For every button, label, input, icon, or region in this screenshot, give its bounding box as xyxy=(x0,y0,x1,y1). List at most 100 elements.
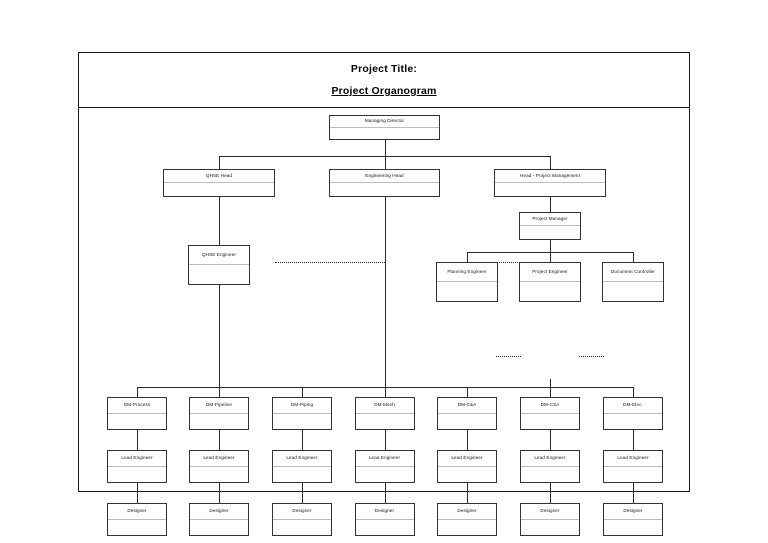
node-lead-engineer-1-caption: Lead Engineer xyxy=(108,451,166,467)
node-project-engineer-body xyxy=(520,282,580,301)
node-dm-elec-body xyxy=(604,414,662,430)
node-qhse-engineer[interactable]: QHSE Engineer xyxy=(188,245,250,285)
dotted-link-planning-project xyxy=(496,356,521,357)
node-project-engineer[interactable]: Project Engineer xyxy=(519,262,581,302)
node-designer-1-body xyxy=(108,520,166,536)
connector-dm-elec-to-lead xyxy=(633,430,634,450)
node-dm-mech[interactable]: DM-Mech xyxy=(354,397,415,430)
node-dm-process-caption: DM-Process xyxy=(108,398,166,414)
node-dm-process[interactable]: DM-Process xyxy=(107,397,167,430)
connector-lead2-to-designer2 xyxy=(219,483,220,503)
project-title-value: Project Organogram xyxy=(331,85,437,97)
connector-dmbus-to-dm-piping xyxy=(302,387,303,397)
connector-headpm-to-pm xyxy=(550,197,551,212)
node-designer-2[interactable]: Designer xyxy=(189,503,249,536)
node-lead-engineer-5[interactable]: Lead Engineer xyxy=(437,450,497,483)
node-lead-engineer-7[interactable]: Lead Engineer xyxy=(603,450,663,483)
node-lead-engineer-7-caption: Lead Engineer xyxy=(604,451,662,467)
node-dm-elec[interactable]: DM-Elec. xyxy=(603,397,663,430)
node-planning-engineer-caption: Planning Engineer xyxy=(437,263,497,282)
dotted-link-qhse-engineering xyxy=(275,261,385,263)
connector-dmbus-to-dm-mech xyxy=(384,387,386,397)
node-qhse-engineer-body xyxy=(189,265,249,284)
node-head-project-management-caption: Head - Project Management xyxy=(495,170,605,183)
connector-dm-pipeline-to-lead xyxy=(219,430,220,450)
node-dm-ca[interactable]: DM-C&A xyxy=(437,397,497,430)
connector-lead7-to-designer7 xyxy=(633,483,634,503)
node-managing-director[interactable]: Managing Director xyxy=(329,115,440,140)
node-document-controller-body xyxy=(603,282,663,301)
connector-project-engineer-to-dm-bus xyxy=(550,379,551,387)
node-planning-engineer[interactable]: Planning Engineer xyxy=(436,262,498,302)
node-designer-7[interactable]: Designer xyxy=(603,503,663,536)
node-engineering-head-body xyxy=(330,183,439,196)
node-lead-engineer-3-body xyxy=(273,467,331,483)
node-dm-ca-body xyxy=(438,414,496,430)
node-dm-csa-body xyxy=(521,414,579,430)
node-dm-piping-body xyxy=(273,414,331,430)
connector-dmbus-to-dm-pipeline xyxy=(219,387,220,397)
node-designer-3-body xyxy=(273,520,331,536)
connector-qhse-engineer-to-dm-bus xyxy=(219,285,220,387)
connector-qhse-head-to-engineer xyxy=(219,197,220,245)
project-title-label: Project Title: xyxy=(350,63,418,75)
node-dm-pipeline-caption: DM-Pipeline xyxy=(190,398,248,414)
node-project-manager-body xyxy=(520,226,580,239)
node-lead-engineer-3-caption: Lead Engineer xyxy=(273,451,331,467)
connector-lead5-to-designer5 xyxy=(467,483,468,503)
node-qhse-head[interactable]: QHSE Head xyxy=(163,169,275,197)
node-managing-director-body xyxy=(330,128,439,140)
connector-lead4-to-designer4 xyxy=(384,483,386,503)
node-dm-pipeline-body xyxy=(190,414,248,430)
node-engineering-head-caption: Engineering Head xyxy=(330,170,439,183)
node-designer-3[interactable]: Designer xyxy=(272,503,332,536)
connector-pm-down xyxy=(550,240,551,252)
node-designer-2-caption: Designer xyxy=(190,504,248,520)
node-project-manager-caption: Project Manager xyxy=(520,213,580,226)
connector-to-head-pm xyxy=(550,156,551,169)
connector-dm-ca-to-lead xyxy=(467,430,468,450)
node-dm-csa[interactable]: DM-CSA xyxy=(520,397,580,430)
node-qhse-head-body xyxy=(164,183,274,196)
node-lead-engineer-2[interactable]: Lead Engineer xyxy=(189,450,249,483)
node-head-project-management[interactable]: Head - Project Management xyxy=(494,169,606,197)
node-lead-engineer-6-caption: Lead Engineer xyxy=(521,451,579,467)
node-lead-engineer-6-body xyxy=(521,467,579,483)
node-lead-engineer-6[interactable]: Lead Engineer xyxy=(520,450,580,483)
node-dm-process-body xyxy=(108,414,166,430)
node-document-controller[interactable]: Document Controller xyxy=(602,262,664,302)
node-dm-pipeline[interactable]: DM-Pipeline xyxy=(189,397,249,430)
title-band: Project Title: Project Organogram xyxy=(79,53,689,108)
node-designer-5[interactable]: Designer xyxy=(437,503,497,536)
dotted-link-project-document xyxy=(579,356,604,357)
node-dm-ca-caption: DM-C&A xyxy=(438,398,496,414)
connector-engineering-head-to-dm-bus xyxy=(384,197,386,387)
node-lead-engineer-3[interactable]: Lead Engineer xyxy=(272,450,332,483)
node-engineering-head[interactable]: Engineering Head xyxy=(329,169,440,197)
node-designer-2-body xyxy=(190,520,248,536)
node-designer-5-body xyxy=(438,520,496,536)
node-document-controller-caption: Document Controller xyxy=(603,263,663,282)
node-lead-engineer-4[interactable]: Lead Engineer xyxy=(354,450,415,483)
node-dm-piping[interactable]: DM-Piping xyxy=(272,397,332,430)
node-dm-piping-caption: DM-Piping xyxy=(273,398,331,414)
org-chart-canvas: Managing Director QHSE Head Engineering … xyxy=(79,108,689,536)
node-designer-6[interactable]: Designer xyxy=(520,503,580,536)
node-qhse-head-caption: QHSE Head xyxy=(164,170,274,183)
node-lead-engineer-5-caption: Lead Engineer xyxy=(438,451,496,467)
node-lead-engineer-1[interactable]: Lead Engineer xyxy=(107,450,167,483)
connector-lead1-to-designer1 xyxy=(137,483,138,503)
node-project-engineer-caption: Project Engineer xyxy=(520,263,580,282)
node-designer-1[interactable]: Designer xyxy=(107,503,167,536)
connector-dmbus-to-dm-ca xyxy=(467,387,468,397)
node-designer-6-caption: Designer xyxy=(521,504,579,520)
connector-dm-piping-to-lead xyxy=(302,430,303,450)
connector-to-qhse-head xyxy=(219,156,220,169)
node-lead-engineer-4-body xyxy=(356,467,414,483)
node-designer-4[interactable]: Designer xyxy=(354,503,415,536)
node-project-manager[interactable]: Project Manager xyxy=(519,212,581,240)
node-lead-engineer-2-caption: Lead Engineer xyxy=(190,451,248,467)
node-designer-4-body xyxy=(356,520,414,536)
node-designer-3-caption: Designer xyxy=(273,504,331,520)
